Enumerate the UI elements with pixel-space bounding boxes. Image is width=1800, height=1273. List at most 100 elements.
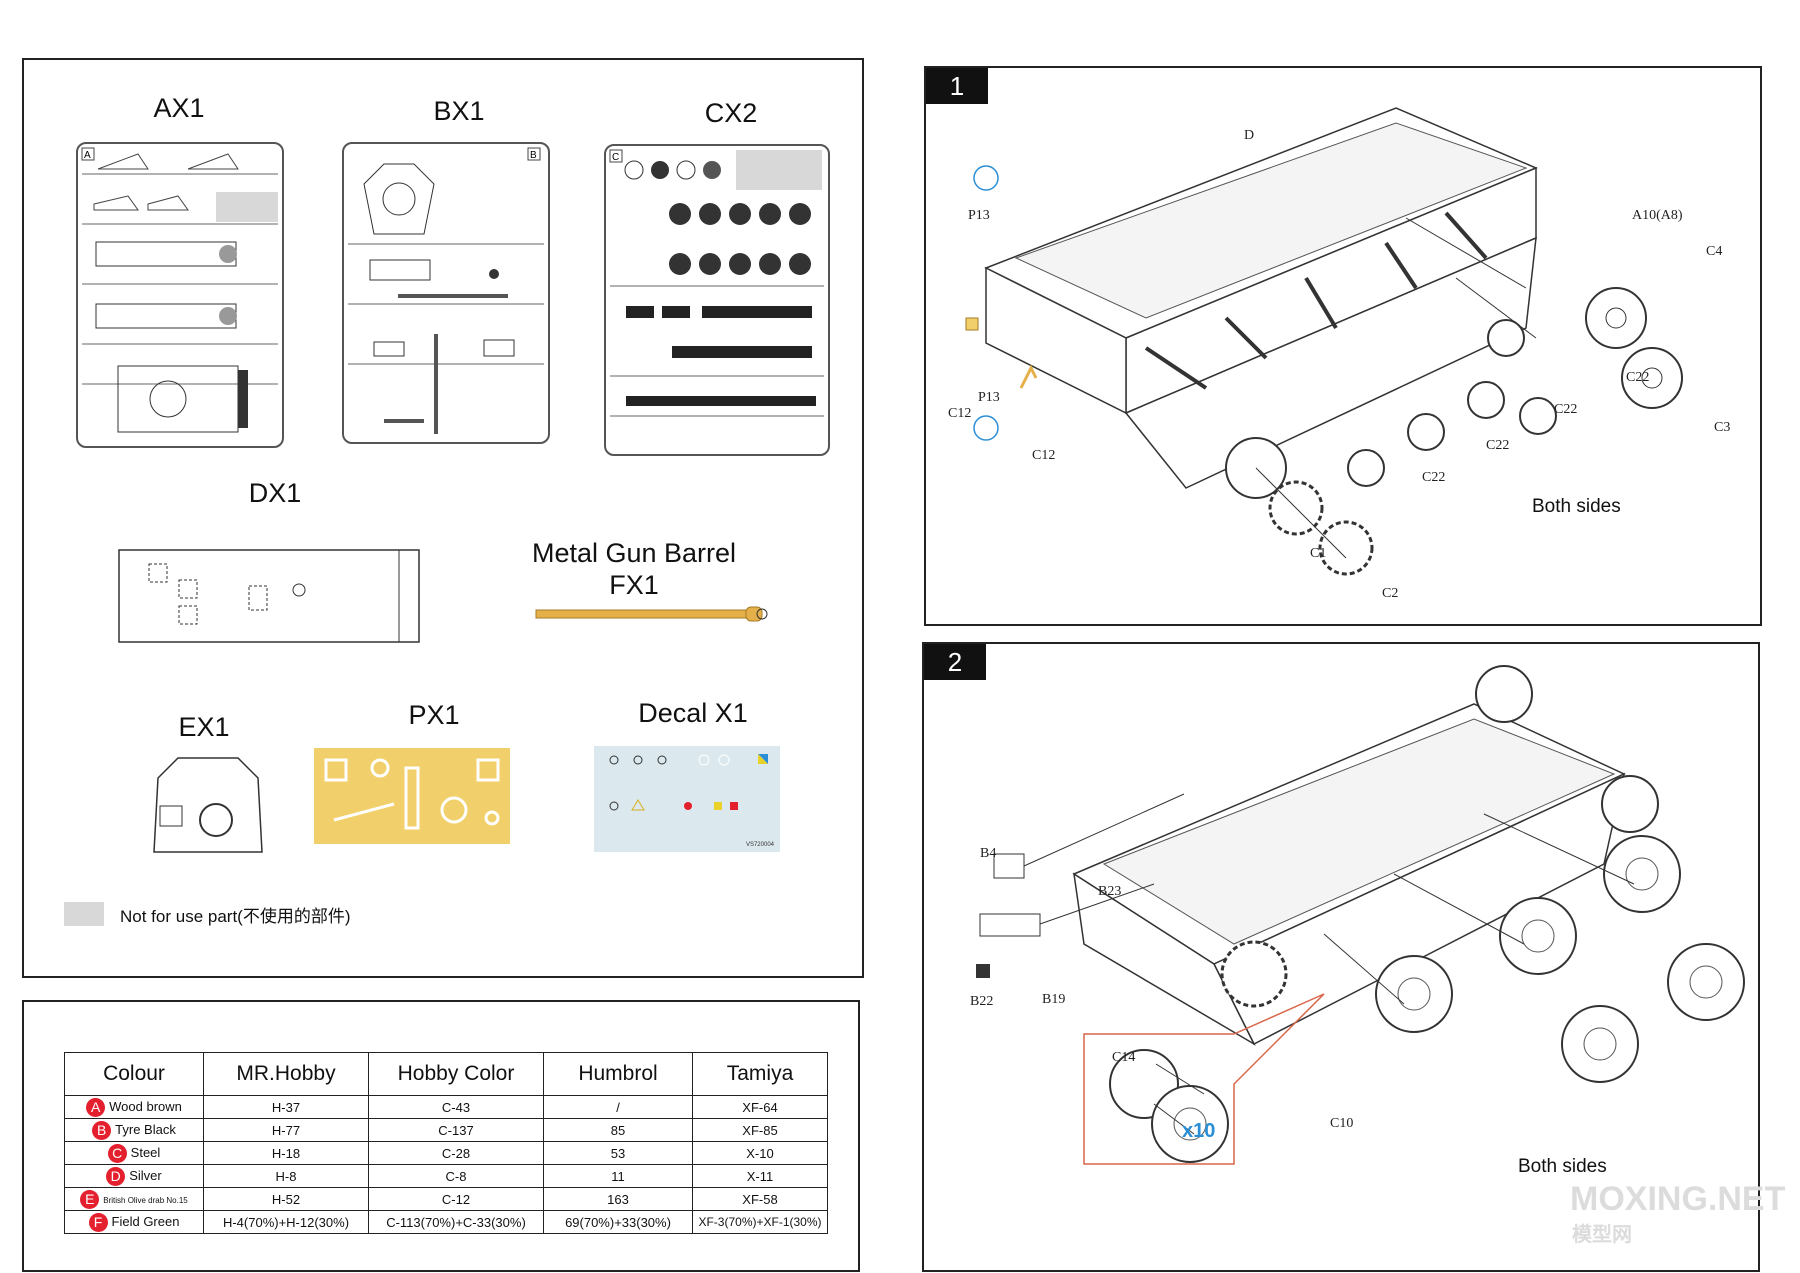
header-colour: Colour	[64, 1052, 204, 1096]
header-hobby-color: Hobby Color	[368, 1052, 544, 1096]
colour-letter-badge: F	[88, 1212, 108, 1232]
decal-marks	[609, 754, 768, 811]
sprue-cx2-parts: C	[609, 149, 824, 417]
paint-chart-panel: Colour MR.Hobby Hobby Color Humbrol Tami…	[22, 1000, 860, 1272]
metal-barrel-label-line2: FX1	[609, 570, 659, 600]
callout-p13-top: P13	[968, 208, 990, 223]
mrhobby-code: H-77	[203, 1118, 369, 1142]
tamiya-code: XF-64	[692, 1095, 828, 1119]
part-label-px1: PX1	[408, 700, 460, 730]
sprue-letter-b: B	[530, 150, 537, 161]
paint-table: Colour MR.Hobby Hobby Color Humbrol Tami…	[64, 1052, 828, 1234]
barrel-drawing	[535, 606, 768, 622]
tamiya-code: XF-3(70%)+XF-1(30%)	[692, 1210, 828, 1234]
colour-letter-badge: A	[86, 1097, 106, 1117]
callout-c3: C3	[1714, 420, 1731, 435]
step-1-hull-diagram	[965, 107, 1683, 576]
step-1-number: 1	[926, 68, 988, 104]
colour-name: Field Green	[111, 1213, 180, 1229]
humbrol-code: 69(70%)+33(30%)	[543, 1210, 693, 1234]
sprue-letter-c: C	[612, 152, 619, 163]
step-1-both-sides: Both sides	[1532, 496, 1621, 517]
watermark-sub: 模型网	[1572, 1224, 1632, 1246]
part-label-ex1: EX1	[178, 712, 230, 742]
sprue-letter-a: A	[84, 150, 91, 161]
step-2-number: 2	[924, 644, 986, 680]
parts-panel: AX1 BX1 CX2 A B	[22, 58, 864, 978]
callout-d: D	[1244, 128, 1255, 143]
step-1-panel: 1	[924, 66, 1762, 626]
humbrol-code: 163	[543, 1187, 693, 1211]
callout-c14: C14	[1112, 1050, 1136, 1065]
callout-c22-4: C22	[1422, 470, 1446, 485]
callout-c22-2: C22	[1554, 402, 1578, 417]
sprue-label-ax1: AX1	[153, 93, 205, 123]
sprue-label-cx2: CX2	[704, 98, 758, 128]
step-2-hull-diagram	[976, 665, 1745, 1165]
colour-name: Steel	[130, 1144, 161, 1160]
humbrol-code: 53	[543, 1141, 693, 1165]
hobby-color-code: C-12	[368, 1187, 544, 1211]
callout-c12-left: C12	[948, 406, 972, 421]
decal-code: VS720004	[745, 842, 774, 848]
mrhobby-code: H-37	[203, 1095, 369, 1119]
sprue-dx1-hull-plate	[109, 530, 429, 660]
sprue-ax1: A	[76, 142, 284, 448]
hobby-color-code: C-28	[368, 1141, 544, 1165]
callout-b19: B19	[1042, 992, 1066, 1007]
metal-barrel-label-line1: Metal Gun Barrel	[531, 538, 737, 568]
part-label-decal: Decal X1	[638, 698, 748, 728]
metal-gun-barrel	[534, 604, 784, 624]
paint-table-header: Colour MR.Hobby Hobby Color Humbrol Tami…	[64, 1052, 828, 1096]
tamiya-code: XF-58	[692, 1187, 828, 1211]
sprue-bx1: B	[342, 142, 550, 444]
humbrol-code: 11	[543, 1164, 693, 1188]
humbrol-code: 85	[543, 1118, 693, 1142]
colour-name: Tyre Black	[115, 1121, 176, 1137]
colour-letter-badge: D	[106, 1166, 126, 1186]
photo-etch-sheet	[314, 748, 510, 844]
step-2-both-sides: Both sides	[1518, 1156, 1607, 1177]
mrhobby-code: H-52	[203, 1187, 369, 1211]
hobby-color-code: C-113(70%)+C-33(30%)	[368, 1210, 544, 1234]
callout-c12-center: C12	[1032, 448, 1056, 463]
callout-b4: B4	[980, 846, 997, 861]
ex1-drawing	[153, 757, 263, 853]
sprue-cx2: C	[604, 144, 830, 456]
hull-plate-drawing	[118, 549, 420, 643]
not-for-use-swatch	[64, 902, 104, 926]
sprue-label-dx1: DX1	[248, 478, 302, 508]
tamiya-code: XF-85	[692, 1118, 828, 1142]
colour-name: British Olive drab No.15	[103, 1195, 188, 1205]
sprue-label-bx1: BX1	[433, 96, 485, 126]
hobby-color-code: C-8	[368, 1164, 544, 1188]
header-humbrol: Humbrol	[543, 1052, 693, 1096]
callout-c1: C1	[1310, 546, 1327, 561]
colour-letter-badge: E	[80, 1189, 100, 1209]
tamiya-code: X-10	[692, 1141, 828, 1165]
callout-c4: C4	[1706, 244, 1723, 259]
header-tamiya: Tamiya	[692, 1052, 828, 1096]
header-mrhobby: MR.Hobby	[203, 1052, 369, 1096]
mrhobby-code: H-4(70%)+H-12(30%)	[203, 1210, 369, 1234]
callout-c22-1: C22	[1626, 370, 1650, 385]
wheel-multiplier: x10	[1182, 1120, 1216, 1142]
callout-p13-bottom: P13	[978, 390, 1000, 405]
callout-a10: A10(A8)	[1632, 208, 1683, 223]
humbrol-code: /	[543, 1095, 693, 1119]
decal-sheet: VS720004	[594, 746, 780, 852]
ex1-part	[138, 748, 278, 858]
mrhobby-code: H-18	[203, 1141, 369, 1165]
callout-b22: B22	[970, 994, 994, 1009]
